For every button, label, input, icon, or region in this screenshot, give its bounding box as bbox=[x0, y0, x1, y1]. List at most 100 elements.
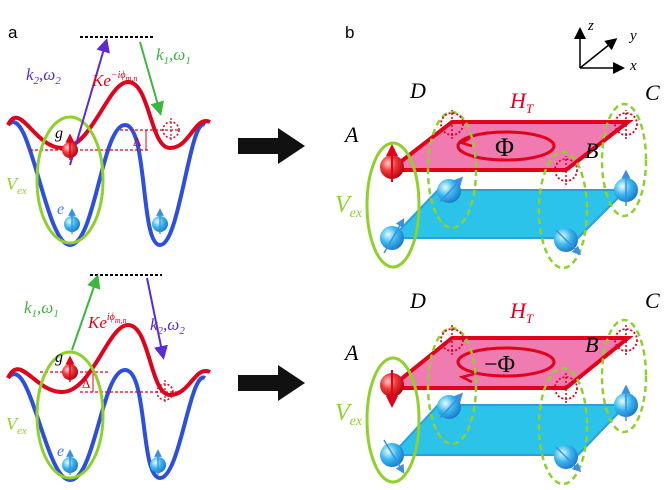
site-b-label: B bbox=[585, 332, 598, 357]
excited-plaquette bbox=[389, 189, 629, 239]
label-omega2-sub: 2 bbox=[179, 325, 185, 337]
ground-plaquette bbox=[384, 120, 634, 172]
flux-arrow-icon bbox=[458, 136, 473, 148]
label-g: g bbox=[55, 125, 63, 142]
coupling-exponent-sub: m,n bbox=[126, 74, 138, 83]
spin-tilt-icon bbox=[383, 218, 405, 254]
svg-text:Vex: Vex bbox=[6, 414, 27, 437]
label-e: e bbox=[57, 201, 64, 218]
laser-k1-arrow bbox=[139, 41, 164, 116]
label-omega1-sub: 1 bbox=[53, 308, 59, 320]
site-c-oval bbox=[600, 318, 648, 434]
label-omega1-sub: 1 bbox=[185, 55, 191, 67]
spin-tilt-icon bbox=[555, 446, 582, 473]
svg-text:k1,ω1: k1,ω1 bbox=[156, 45, 191, 67]
label-g: g bbox=[55, 349, 63, 366]
label-k1: k bbox=[156, 45, 164, 64]
flux-label: Φ bbox=[495, 133, 514, 162]
svg-text:Vex: Vex bbox=[335, 192, 363, 221]
vex-oval bbox=[365, 356, 421, 484]
svg-text:Keiϕm,n: Keiϕm,n bbox=[87, 312, 127, 332]
flux-label: −Φ bbox=[484, 352, 515, 378]
transition-arrows bbox=[238, 128, 305, 401]
label-vex-sub: ex bbox=[17, 425, 27, 437]
panel-label-b: b bbox=[345, 23, 354, 42]
coupling-exponent-sub: m,n bbox=[115, 316, 127, 325]
vex-sub: ex bbox=[350, 206, 363, 221]
laser-k2-arrow bbox=[146, 277, 168, 360]
axis-z-label: z bbox=[587, 18, 594, 34]
coupling-label: Ke bbox=[87, 313, 107, 332]
panel-b-top: Φ A D C B HT Vex bbox=[335, 78, 660, 270]
atom-a-excited bbox=[380, 443, 404, 467]
site-c-label: C bbox=[645, 80, 660, 105]
panel-b-bottom: −Φ A D C B HT Vex bbox=[335, 288, 660, 486]
svg-text:k1,ω1: k1,ω1 bbox=[24, 298, 59, 320]
spin-tilt-icon bbox=[439, 176, 464, 203]
excited-potential-curve bbox=[6, 367, 206, 483]
coupling-label: Ke bbox=[91, 71, 111, 90]
site-d-oval bbox=[426, 110, 478, 230]
site-d-label: D bbox=[409, 78, 426, 103]
coordinate-axes: z y x bbox=[574, 18, 637, 74]
svg-text:Vex: Vex bbox=[6, 174, 27, 197]
site-b-oval bbox=[537, 366, 589, 486]
spin-tilt-icon bbox=[555, 229, 582, 256]
label-delta: Δ bbox=[133, 134, 141, 149]
site-c-oval bbox=[600, 102, 648, 218]
vex-oval bbox=[35, 115, 105, 245]
label-omega2-sub: 2 bbox=[55, 75, 61, 87]
svg-text:Vex: Vex bbox=[335, 400, 363, 429]
label-delta: Δ bbox=[82, 376, 90, 391]
label-k2-sub: 2 bbox=[158, 325, 164, 337]
label-k2: k bbox=[26, 65, 34, 84]
panel-a-bottom: k1,ω1 k2,ω2 Keiϕm,n g e Δ Vex bbox=[6, 274, 211, 483]
svg-text:Ke−iϕm,n: Ke−iϕm,n bbox=[91, 70, 137, 90]
coupling-exponent: iϕ bbox=[107, 312, 115, 323]
label-k2: k bbox=[150, 315, 158, 334]
svg-text:HT: HT bbox=[509, 88, 534, 116]
label-omega2: ω bbox=[167, 315, 179, 334]
vex-label: V bbox=[335, 400, 352, 426]
ht-sub: T bbox=[526, 101, 534, 116]
svg-text:k2,ω2: k2,ω2 bbox=[26, 65, 61, 87]
site-b-oval bbox=[537, 150, 589, 270]
laser-k1-arrow bbox=[71, 274, 101, 351]
site-d-label: D bbox=[409, 288, 426, 313]
ht-sub: T bbox=[526, 311, 534, 326]
ground-potential-curve bbox=[6, 79, 211, 151]
y-axis-icon bbox=[579, 38, 618, 69]
vex-label: V bbox=[335, 192, 352, 218]
coupling-exponent: −iϕ bbox=[111, 70, 126, 81]
label-vex: V bbox=[6, 174, 19, 194]
spin-tilt-icon bbox=[383, 439, 405, 474]
vex-sub: ex bbox=[350, 414, 363, 429]
axis-x-label: x bbox=[629, 58, 637, 74]
site-d-oval bbox=[426, 326, 478, 446]
panel-label-a: a bbox=[8, 23, 18, 42]
svg-text:k2,ω2: k2,ω2 bbox=[150, 315, 185, 337]
right-arrow-icon bbox=[238, 128, 305, 164]
label-k1: k bbox=[24, 298, 32, 317]
vex-oval bbox=[35, 350, 105, 480]
label-omega1: ω bbox=[173, 45, 185, 64]
label-e: e bbox=[57, 443, 64, 460]
site-c-label: C bbox=[645, 288, 660, 313]
site-a-label: A bbox=[343, 340, 359, 365]
flux-loop bbox=[456, 130, 556, 162]
label-k1-sub: 1 bbox=[32, 308, 38, 320]
spin-tilt-icon bbox=[439, 392, 464, 419]
label-k2-sub: 2 bbox=[34, 75, 40, 87]
flux-arrow-icon bbox=[458, 372, 475, 384]
label-omega2: ω bbox=[43, 65, 55, 84]
svg-text:HT: HT bbox=[509, 298, 534, 326]
axis-y-label: y bbox=[628, 28, 637, 44]
label-vex-sub: ex bbox=[17, 185, 27, 197]
panel-a-top: k2,ω2 k1,ω1 Ke−iϕm,n g e Δ Vex bbox=[6, 36, 211, 248]
site-a-label: A bbox=[343, 122, 359, 147]
excited-plaquette bbox=[389, 404, 629, 456]
vex-oval bbox=[365, 141, 421, 269]
right-arrow-icon bbox=[238, 365, 305, 401]
flux-loop bbox=[456, 346, 556, 378]
